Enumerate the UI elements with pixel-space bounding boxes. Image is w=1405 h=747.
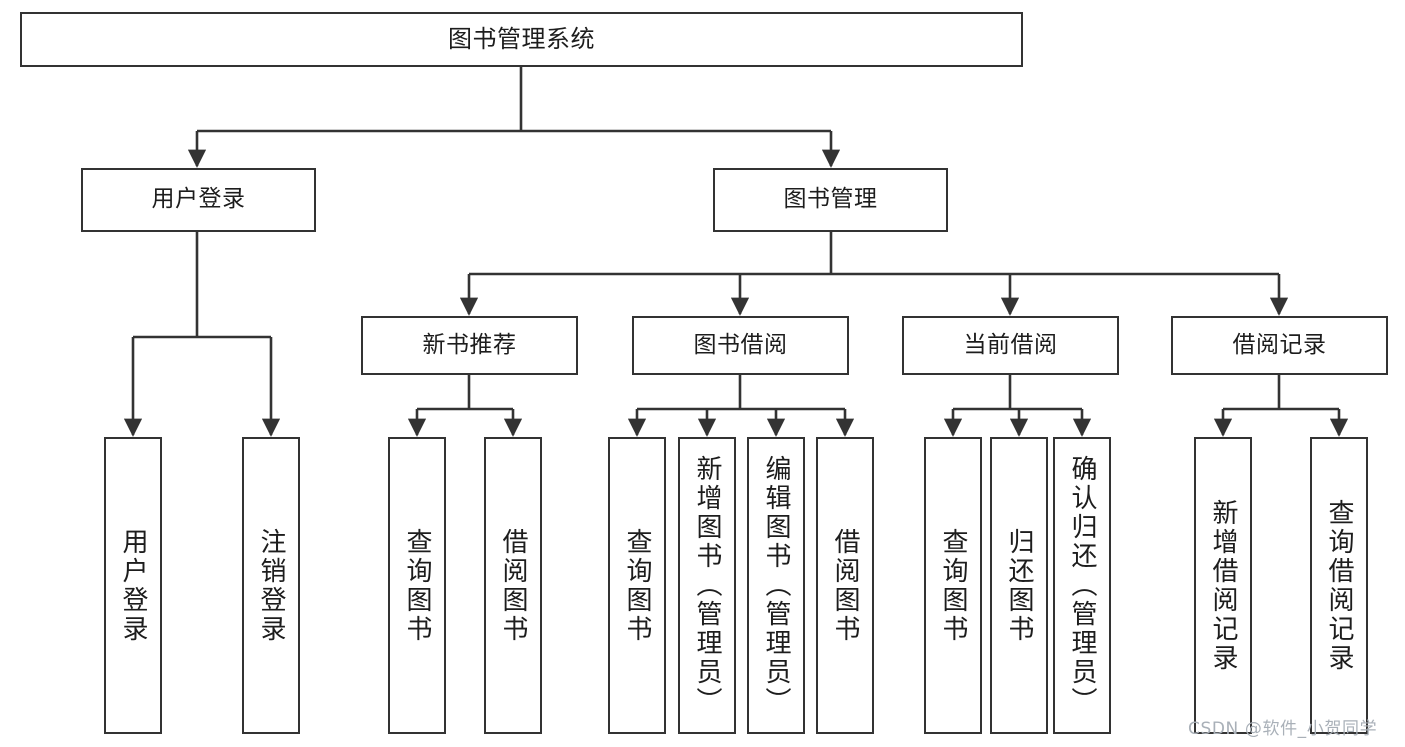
node-label: 借阅记录	[1232, 331, 1327, 358]
leaf-return-book[interactable]: 归还图书	[990, 437, 1048, 734]
node-label: 查询图书	[938, 527, 968, 644]
node-label: 新增图书（管理员）	[692, 455, 722, 716]
node-label: 查询借阅记录	[1324, 498, 1354, 673]
leaf-borrow-book-recommend[interactable]: 借阅图书	[484, 437, 542, 734]
node-book-borrow[interactable]: 图书借阅	[632, 316, 849, 375]
node-label: 归还图书	[1004, 527, 1034, 644]
node-root-system[interactable]: 图书管理系统	[20, 12, 1023, 67]
node-label: 新书推荐	[422, 331, 517, 358]
leaf-user-login[interactable]: 用户登录	[104, 437, 162, 734]
leaf-user-logout[interactable]: 注销登录	[242, 437, 300, 734]
node-label: 图书借阅	[693, 331, 788, 358]
node-borrow-record[interactable]: 借阅记录	[1171, 316, 1388, 375]
node-label: 图书管理	[783, 186, 878, 213]
node-label: 用户登录	[151, 186, 246, 213]
watermark-credit: CSDN @软件_小贺同学	[1188, 719, 1378, 739]
node-label: 当前借阅	[963, 331, 1058, 358]
leaf-borrow-book[interactable]: 借阅图书	[816, 437, 874, 734]
node-new-book-recommend[interactable]: 新书推荐	[361, 316, 578, 375]
node-label: 确认归还（管理员）	[1067, 455, 1097, 716]
leaf-confirm-return[interactable]: 确认归还（管理员）	[1053, 437, 1111, 734]
node-label: 编辑图书（管理员）	[761, 455, 791, 716]
leaf-query-book-recommend[interactable]: 查询图书	[388, 437, 446, 734]
node-label: 查询图书	[622, 527, 652, 644]
leaf-edit-book[interactable]: 编辑图书（管理员）	[747, 437, 805, 734]
node-label: 借阅图书	[830, 527, 860, 644]
leaf-add-borrow-record[interactable]: 新增借阅记录	[1194, 437, 1252, 734]
node-label: 注销登录	[256, 527, 286, 644]
leaf-query-book-borrow[interactable]: 查询图书	[608, 437, 666, 734]
leaf-add-book[interactable]: 新增图书（管理员）	[678, 437, 736, 734]
node-label: 图书管理系统	[448, 25, 595, 54]
node-current-borrow[interactable]: 当前借阅	[902, 316, 1119, 375]
node-book-manage[interactable]: 图书管理	[713, 168, 948, 232]
node-label: 查询图书	[402, 527, 432, 644]
node-label: 新增借阅记录	[1208, 498, 1238, 673]
node-label: 借阅图书	[498, 527, 528, 644]
node-label: 用户登录	[118, 527, 148, 644]
node-user-login[interactable]: 用户登录	[81, 168, 316, 232]
leaf-query-borrow-record[interactable]: 查询借阅记录	[1310, 437, 1368, 734]
leaf-query-book-current[interactable]: 查询图书	[924, 437, 982, 734]
